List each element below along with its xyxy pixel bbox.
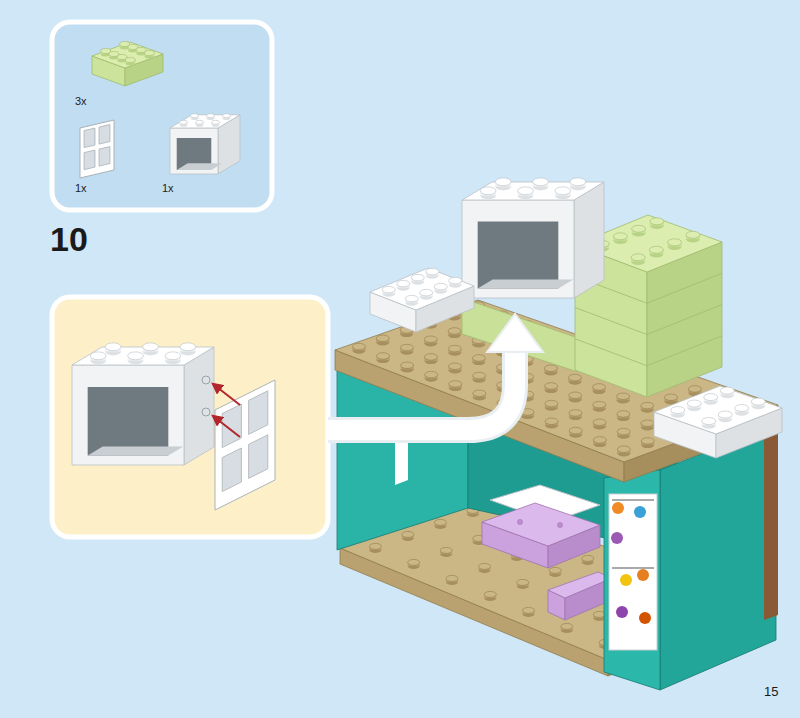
- part-count: 3x: [75, 95, 87, 107]
- parts-list: [80, 42, 240, 179]
- part-count: 1x: [162, 182, 174, 194]
- parts-box: 3x 1x 1x: [52, 22, 272, 210]
- flow-arrow: [328, 314, 543, 430]
- callout-panel: [52, 297, 328, 537]
- part-count: 1x: [75, 182, 87, 194]
- step-number: 10: [50, 220, 88, 259]
- callout-detail: [72, 343, 275, 510]
- parts-panel: [52, 22, 272, 210]
- page-number: 15: [764, 684, 778, 699]
